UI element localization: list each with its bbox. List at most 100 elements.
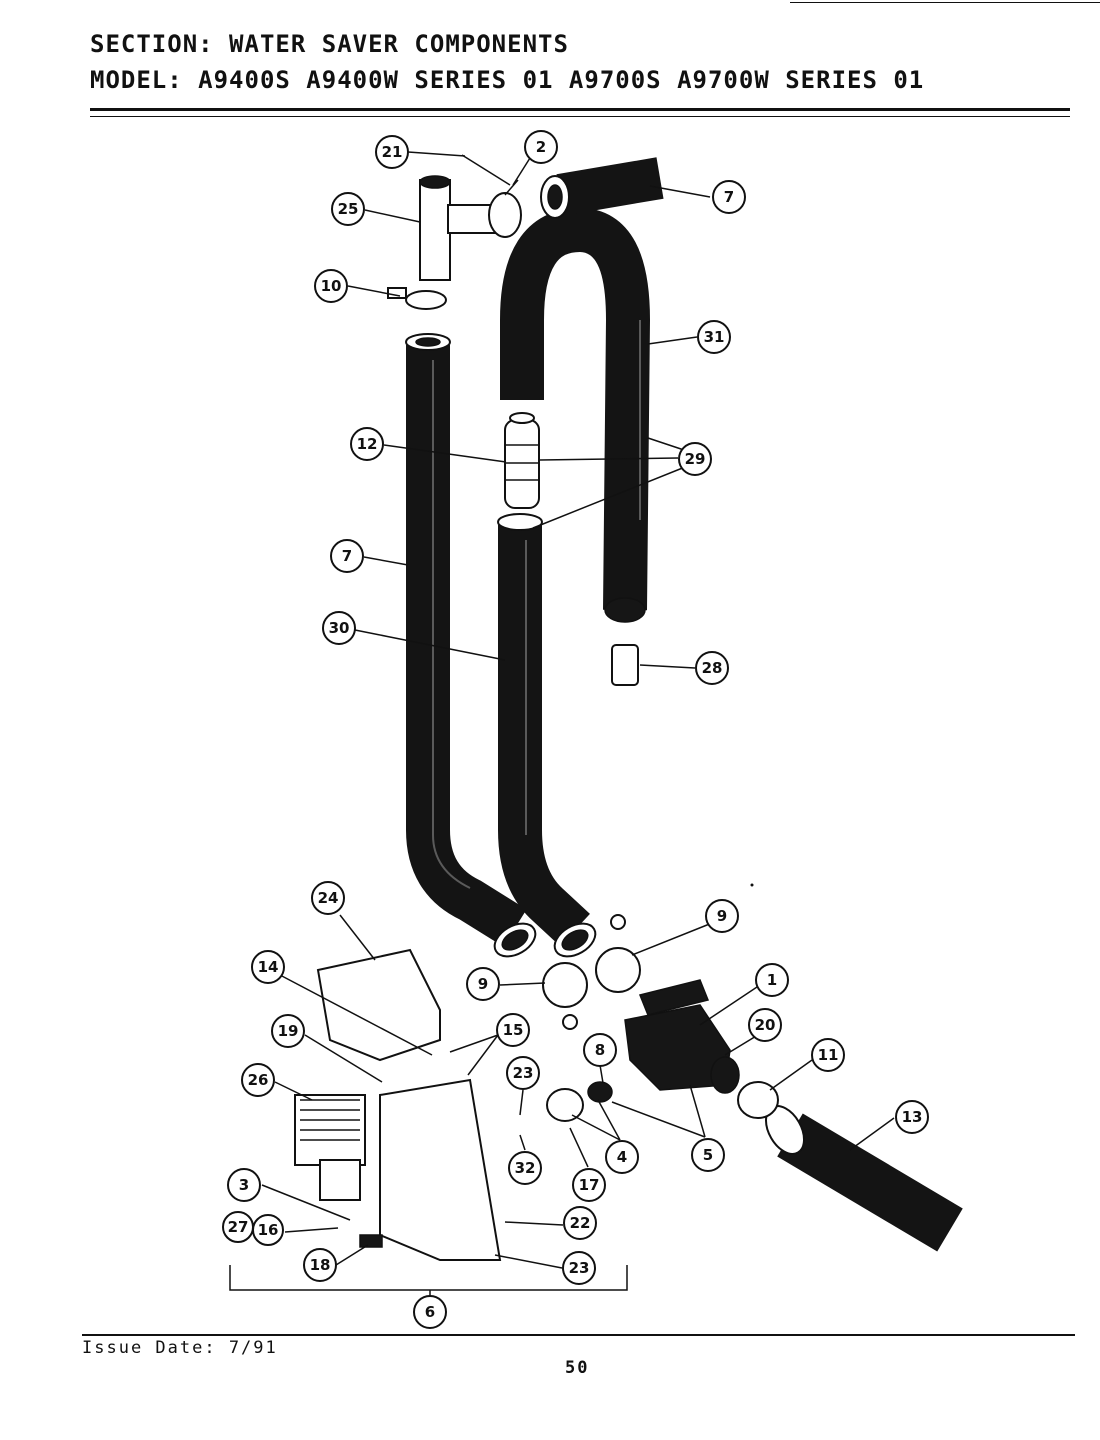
page-number: 50 [565, 1358, 590, 1378]
callout-15: 15 [496, 1013, 530, 1047]
mounting-plate [379, 1078, 502, 1261]
callout-30: 30 [322, 611, 356, 645]
callout-label: 24 [318, 889, 339, 907]
top-corner-rule [790, 2, 1100, 3]
callout-26: 26 [241, 1063, 275, 1097]
valve-bracket-24 [316, 948, 441, 1062]
header-rule-thin [90, 116, 1070, 117]
callout-18: 18 [303, 1248, 337, 1282]
callout-14: 14 [251, 950, 285, 984]
callout-10: 10 [314, 269, 348, 303]
callout-12: 12 [350, 427, 384, 461]
callout-label: 23 [513, 1064, 534, 1082]
callout-label: 5 [703, 1146, 713, 1164]
callout-16: 16 [252, 1214, 284, 1246]
callout-label: 25 [338, 200, 359, 218]
callout-label: 32 [515, 1159, 536, 1177]
callout-label: 31 [704, 328, 725, 346]
callout-label: 6 [425, 1303, 435, 1321]
callout-9-right: 9 [705, 899, 739, 933]
callout-label: 15 [503, 1021, 524, 1039]
callout-label: 21 [382, 143, 403, 161]
callout-label: 4 [617, 1148, 627, 1166]
callout-21: 21 [375, 135, 409, 169]
callout-5: 5 [691, 1138, 725, 1172]
screw-18 [359, 1234, 383, 1248]
callout-label: 10 [321, 277, 342, 295]
callout-4: 4 [605, 1140, 639, 1174]
callout-24: 24 [311, 881, 345, 915]
callout-3: 3 [227, 1168, 261, 1202]
callout-label: 16 [258, 1221, 279, 1239]
callout-label: 2 [536, 138, 546, 156]
callout-label: 7 [724, 188, 734, 206]
callout-label: 20 [755, 1016, 776, 1034]
callout-25: 25 [331, 192, 365, 226]
callout-19: 19 [271, 1014, 305, 1048]
hose-30 [497, 513, 590, 947]
callout-2: 2 [524, 130, 558, 164]
callout-9-left: 9 [466, 967, 500, 1001]
callout-label: 26 [248, 1071, 269, 1089]
callout-13: 13 [895, 1100, 929, 1134]
callout-label: 27 [228, 1218, 249, 1236]
speck [750, 883, 754, 887]
callout-7-top: 7 [712, 180, 746, 214]
callout-label: 9 [478, 975, 488, 993]
callout-label: 28 [702, 659, 723, 677]
clamp-2 [488, 179, 522, 238]
clamp-11 [737, 1081, 779, 1119]
hose-13 [765, 1105, 963, 1252]
callout-1: 1 [755, 963, 789, 997]
callout-label: 22 [570, 1214, 591, 1232]
callout-label: 23 [569, 1259, 590, 1277]
callout-label: 29 [685, 450, 706, 468]
screw-21 [461, 154, 511, 186]
callout-label: 18 [310, 1256, 331, 1274]
tee-fitting-25 [419, 175, 499, 281]
leader-lines [261, 151, 895, 1269]
callout-29: 29 [678, 442, 712, 476]
seals-4-8 [546, 1081, 613, 1122]
callout-32: 32 [508, 1151, 542, 1185]
callout-label: 7 [342, 547, 352, 565]
hose-7-long [405, 333, 527, 947]
callout-23-lower: 23 [562, 1251, 596, 1285]
callout-label: 11 [818, 1046, 839, 1064]
callout-6: 6 [413, 1295, 447, 1329]
hose-7-top [540, 157, 664, 219]
callout-23-upper: 23 [506, 1056, 540, 1090]
section-title: SECTION: WATER SAVER COMPONENTS [90, 30, 569, 58]
callout-label: 12 [357, 435, 378, 453]
model-line: MODEL: A9400S A9400W SERIES 01 A9700S A9… [90, 66, 925, 94]
callout-label: 30 [329, 619, 350, 637]
hose-31-ubend [500, 207, 651, 623]
callout-7-left: 7 [330, 539, 364, 573]
callout-label: 14 [258, 958, 279, 976]
callout-8: 8 [583, 1033, 617, 1067]
callout-label: 19 [278, 1022, 299, 1040]
callout-label: 9 [717, 907, 727, 925]
clip-28 [611, 644, 639, 686]
connector-12 [504, 412, 540, 509]
callout-31: 31 [697, 320, 731, 354]
callout-28: 28 [695, 651, 729, 685]
water-valve-1 [624, 979, 740, 1094]
callout-20: 20 [748, 1008, 782, 1042]
footer-rule [82, 1334, 1075, 1336]
header-rule-thick [90, 108, 1070, 111]
callout-label: 1 [767, 971, 777, 989]
callout-27: 27 [222, 1211, 254, 1243]
clamp-10 [387, 287, 447, 310]
callout-label: 3 [239, 1176, 249, 1194]
callout-label: 8 [595, 1041, 605, 1059]
issue-date: Issue Date: 7/91 [82, 1338, 278, 1358]
callout-11: 11 [811, 1038, 845, 1072]
callout-label: 13 [902, 1108, 923, 1126]
motor-26 [294, 1094, 366, 1201]
clamps-9 [542, 914, 641, 1030]
hose-ends-bottom [493, 922, 597, 958]
callout-label: 17 [579, 1176, 600, 1194]
callout-22: 22 [563, 1206, 597, 1240]
